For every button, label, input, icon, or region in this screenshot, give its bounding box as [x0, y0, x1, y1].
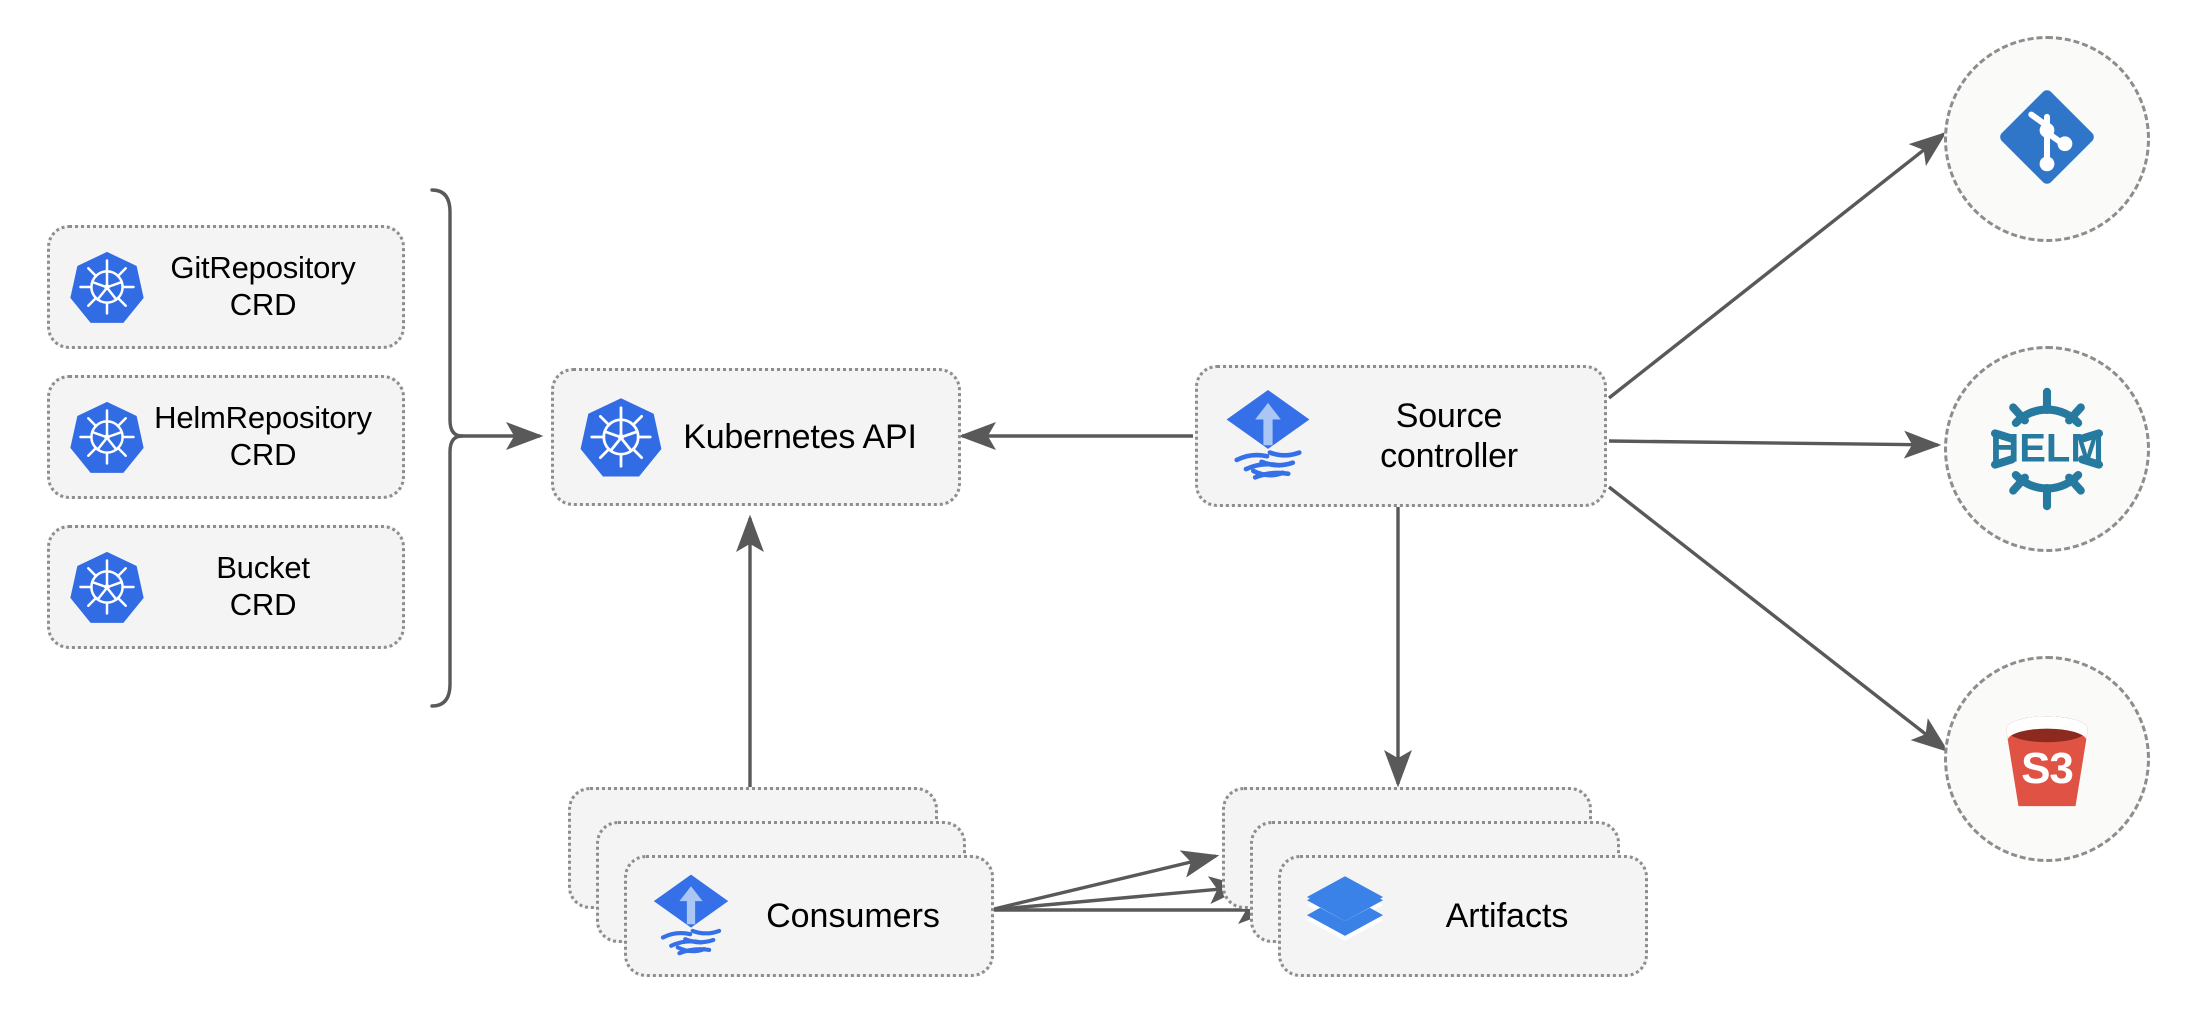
- node-source-controller[interactable]: Source controller: [1195, 365, 1607, 507]
- kubernetes-icon: [68, 398, 146, 476]
- node-label: Kubernetes API: [683, 417, 917, 456]
- node-label: Artifacts: [1445, 896, 1569, 935]
- edge-consumers-to-artifacts-mid: [989, 876, 1247, 912]
- edge-consumers-to-artifacts-back: [989, 850, 1220, 912]
- s3-bucket-icon: S3: [1985, 697, 2109, 821]
- node-label: Source controller: [1380, 396, 1518, 475]
- crd-label: GitRepository CRD: [170, 250, 356, 322]
- edge-source-controller-to-helm: [1608, 430, 1942, 459]
- node-consumers[interactable]: Consumers: [568, 787, 994, 977]
- target-helm[interactable]: HELM: [1944, 346, 2150, 552]
- node-kubernetes-api[interactable]: Kubernetes API: [551, 368, 961, 506]
- target-git[interactable]: [1944, 36, 2150, 242]
- helm-wordmark: HELM: [1990, 426, 2104, 471]
- crd-box-gitrepository[interactable]: GitRepository CRD: [47, 225, 405, 349]
- node-label: Consumers: [766, 896, 940, 935]
- flux-icon: [649, 873, 733, 959]
- edge-source-controller-to-git: [1607, 131, 1947, 400]
- flux-icon: [1222, 388, 1314, 484]
- crd-group-bracket: [430, 188, 464, 708]
- node-artifacts[interactable]: Artifacts: [1222, 787, 1648, 977]
- s3-wordmark: S3: [2021, 743, 2074, 793]
- kubernetes-icon: [68, 248, 146, 326]
- crd-box-helmrepository[interactable]: HelmRepository CRD: [47, 375, 405, 499]
- edge-source-controller-to-s3: [1607, 485, 1949, 753]
- stack-layer-front[interactable]: Consumers: [624, 855, 994, 977]
- crd-label: Bucket CRD: [216, 550, 310, 622]
- kubernetes-icon: [578, 394, 664, 480]
- git-icon: [1991, 81, 2103, 198]
- target-s3[interactable]: S3: [1944, 656, 2150, 862]
- layers-icon: [1303, 873, 1387, 959]
- kubernetes-icon: [68, 548, 146, 626]
- crd-box-bucket[interactable]: Bucket CRD: [47, 525, 405, 649]
- stack-layer-front[interactable]: Artifacts: [1278, 855, 1648, 977]
- helm-icon: HELM: [1982, 384, 2112, 514]
- crd-label: HelmRepository CRD: [154, 400, 372, 472]
